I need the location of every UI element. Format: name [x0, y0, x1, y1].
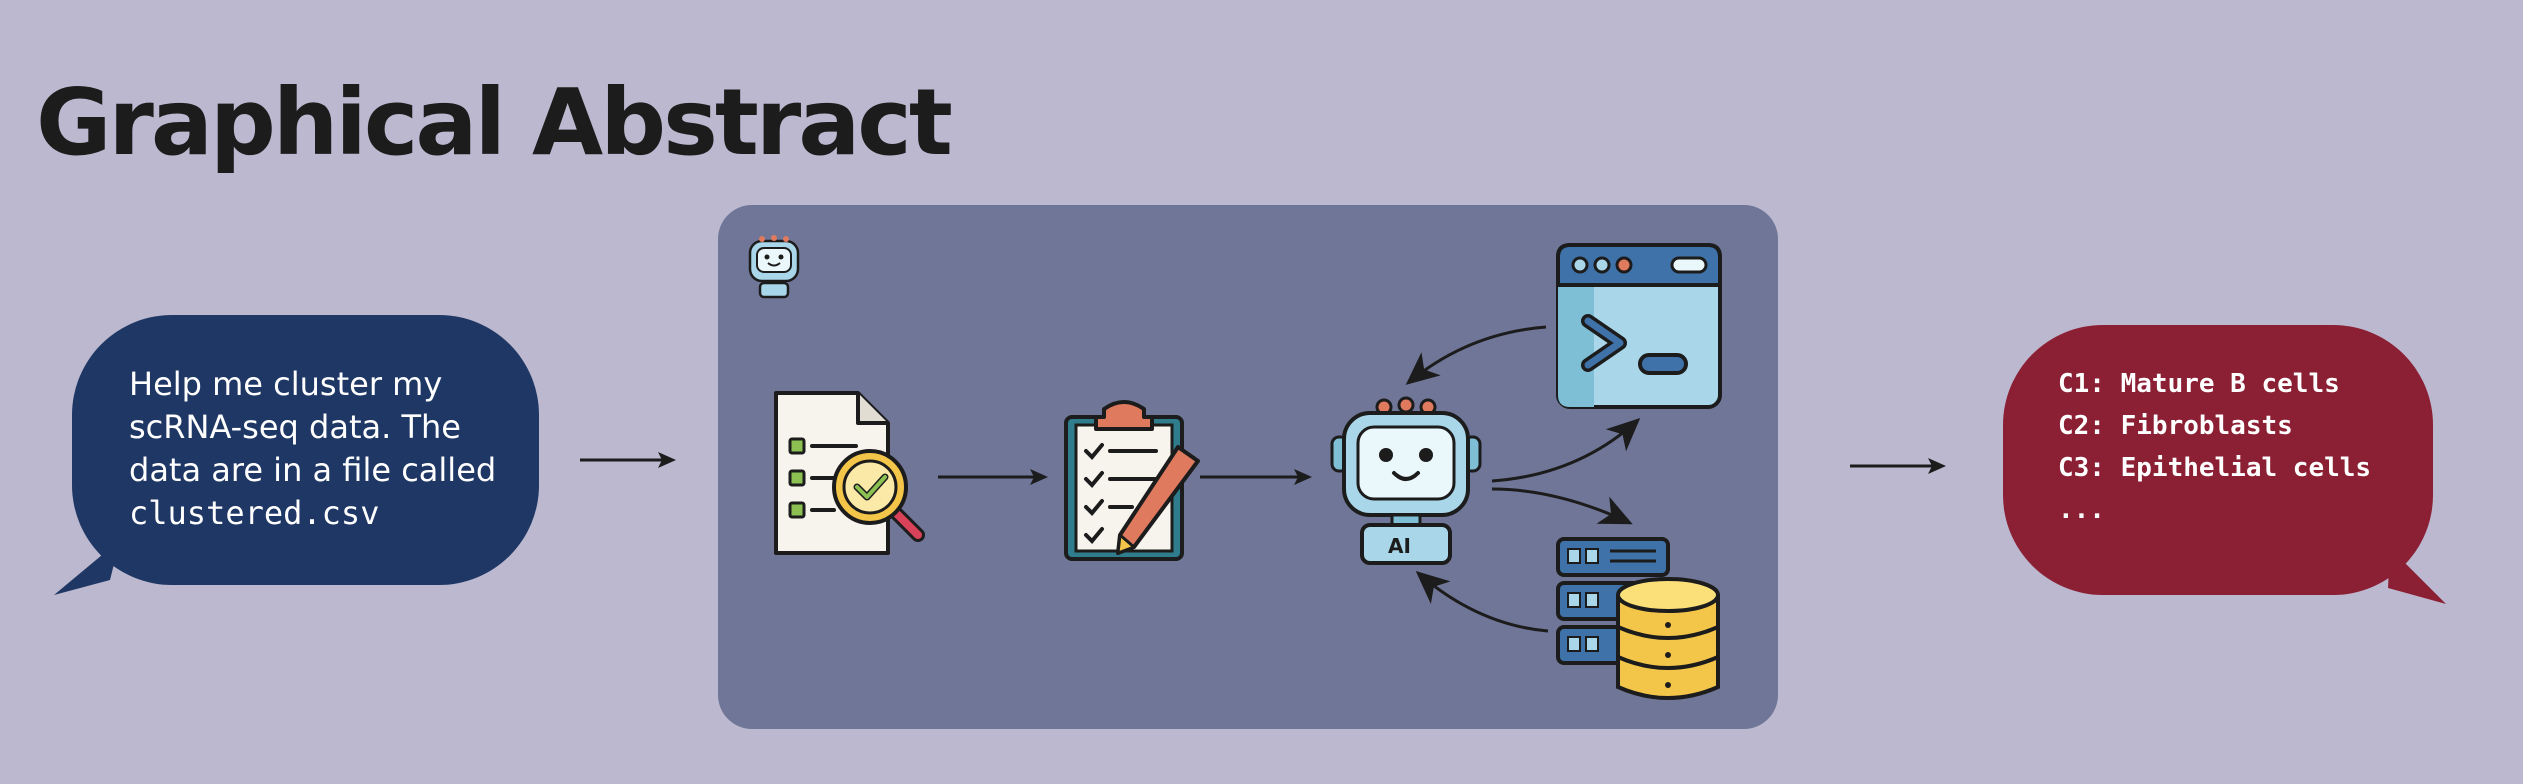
terminal-window-icon	[1556, 243, 1722, 409]
arrow-database-to-robot	[1415, 571, 1549, 633]
user-prompt-line-3: data are in a file called	[129, 451, 497, 489]
output-line: C1: Mature B cells	[2058, 369, 2340, 399]
arrow-robot-to-database	[1491, 487, 1633, 525]
clipboard-checklist-icon	[1064, 400, 1200, 561]
user-prompt-filename: clustered.csv	[129, 494, 380, 532]
agent-output-bubble: C1: Mature B cells C2: Fibroblasts C3: E…	[2003, 325, 2433, 595]
arrow-right-icon	[1850, 458, 1946, 474]
user-prompt-line-2: scRNA-seq data. The	[129, 408, 461, 446]
document-search-icon	[774, 391, 925, 555]
arrow-right-icon	[938, 469, 1048, 485]
agent-workflow-panel: AI	[718, 205, 1778, 729]
server-database-icon	[1556, 537, 1720, 700]
arrow-right-icon	[580, 452, 676, 468]
output-line: C3: Epithelial cells	[2058, 453, 2372, 483]
arrow-right-icon	[1200, 469, 1312, 485]
user-prompt-bubble: Help me cluster my scRNA-seq data. The d…	[72, 315, 539, 585]
page-title: Graphical Abstract	[36, 69, 953, 176]
small-robot-icon	[748, 235, 800, 299]
arrow-robot-to-terminal	[1491, 417, 1641, 483]
loop-arrows	[1405, 325, 1641, 633]
output-line: ...	[2058, 495, 2105, 525]
user-prompt-line-1: Help me cluster my	[129, 365, 443, 403]
robot-ai-label: AI	[1388, 534, 1411, 558]
ai-robot-icon: AI	[1330, 396, 1482, 565]
output-line: C2: Fibroblasts	[2058, 411, 2293, 441]
arrow-terminal-to-robot	[1405, 325, 1547, 385]
